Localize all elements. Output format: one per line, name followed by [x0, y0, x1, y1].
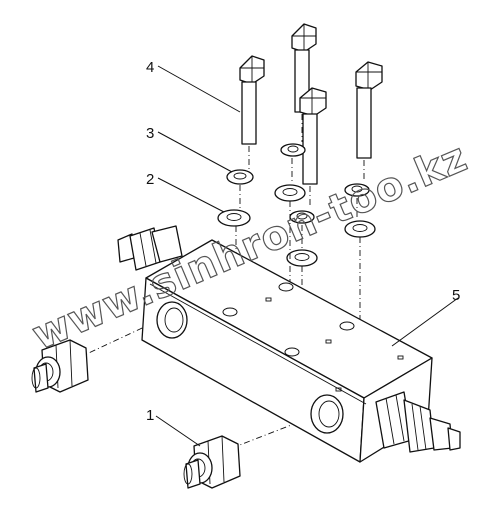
left-end-fitting — [117, 225, 183, 271]
callout-2: 2 — [146, 171, 154, 188]
callout-1: 1 — [146, 407, 154, 424]
spring-washer-4 — [289, 210, 315, 224]
bolt-1 — [239, 55, 265, 145]
bolt-4 — [299, 87, 327, 185]
valve-block — [117, 225, 461, 463]
bolt-3 — [355, 61, 383, 159]
callout-3: 3 — [146, 125, 154, 142]
spring-washer-2 — [280, 143, 306, 157]
flat-washer-2 — [274, 184, 306, 202]
spring-washer-1 — [226, 169, 254, 185]
leader-lines — [155, 65, 459, 447]
right-port — [310, 394, 344, 434]
callout-5: 5 — [452, 287, 460, 304]
callout-4: 4 — [146, 59, 154, 76]
flat-washer-1 — [217, 209, 251, 227]
left-port — [156, 301, 188, 339]
connector-bottom — [183, 435, 241, 489]
right-end-fitting — [375, 391, 461, 453]
spring-washer-3 — [344, 183, 370, 197]
connector-left — [31, 339, 89, 393]
